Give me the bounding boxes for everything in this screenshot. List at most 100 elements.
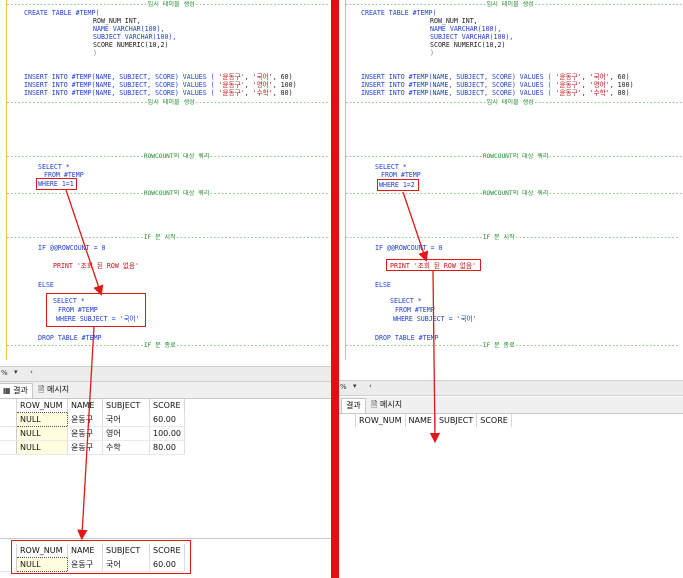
insert-score: 100)	[280, 81, 297, 89]
insert-name: '윤동구'	[218, 73, 245, 81]
right-arrows	[402, 191, 441, 444]
code-from: FROM #TEMP	[381, 171, 421, 179]
table-row: NULL 윤동구 국어 60.00	[0, 412, 185, 427]
row-header-corner	[0, 544, 17, 558]
separator-if-end: -------------------------------------IF …	[6, 342, 330, 349]
insert-subject: '국어'	[589, 73, 610, 81]
grid-cell[interactable]: 윤동구	[67, 440, 103, 455]
scroll-left-icon[interactable]: ‹	[369, 382, 372, 390]
insert-name: '윤동구'	[555, 89, 582, 97]
tab-results[interactable]: 결과	[341, 398, 366, 413]
zoom-level[interactable]: %	[340, 383, 347, 391]
code-col3: SUBJECT VARCHAR(100),	[430, 33, 514, 41]
arrow-print-to-result	[429, 270, 441, 444]
zoom-dropdown-icon[interactable]: ▾	[14, 368, 18, 376]
insert-subject: '수학'	[252, 89, 273, 97]
code-inner-select: SELECT *	[53, 297, 85, 305]
code-create-table: CREATE TABLE #TEMP(	[24, 9, 99, 17]
grid-cell[interactable]: NULL	[16, 557, 68, 572]
left-results-tabs: ▦ 결과 🗎 메시지	[0, 382, 331, 399]
grid-cell[interactable]: NULL	[16, 440, 68, 455]
code-drop: DROP TABLE #TEMP	[38, 334, 102, 342]
grid-cell[interactable]: 100.00	[149, 426, 185, 441]
right-query-pane: --------------------------------------임시…	[339, 0, 683, 578]
editor-margin	[6, 0, 7, 360]
zoom-level[interactable]: %	[1, 369, 8, 377]
grid-cell[interactable]: 수학	[102, 440, 150, 455]
tab-results[interactable]: ▦ 결과	[0, 383, 33, 398]
code-select: SELECT *	[375, 163, 407, 171]
grid-cell[interactable]: 윤동구	[67, 412, 103, 427]
editor-margin	[345, 0, 346, 360]
grid-cell[interactable]: 80.00	[149, 440, 185, 455]
col-header[interactable]: SUBJECT	[435, 414, 478, 427]
code-inner-where: WHERE SUBJECT = '국어'	[56, 315, 140, 323]
code-col4: SCORE NUMERIC(10,2)	[430, 41, 506, 49]
code-insert-3: INSERT INTO #TEMP(NAME, SUBJECT, SCORE) …	[361, 89, 630, 97]
col-header[interactable]: SCORE	[149, 399, 185, 413]
insert-score: 80)	[617, 89, 630, 97]
col-header[interactable]: NAME	[67, 399, 103, 413]
message-icon: 🗎	[38, 385, 45, 394]
col-header[interactable]: SCORE	[476, 414, 512, 427]
grid-cell[interactable]: NULL	[16, 426, 68, 441]
left-query-pane: --------------------------------------임시…	[0, 0, 331, 578]
row-number[interactable]	[0, 440, 17, 455]
code-else: ELSE	[38, 281, 54, 289]
grid-cell[interactable]: 국어	[102, 412, 150, 427]
separator-create: --------------------------------------임시…	[6, 1, 330, 8]
grid-cell[interactable]: 윤동구	[67, 426, 103, 441]
message-icon: 🗎	[371, 400, 378, 409]
code-inner-from: FROM #TEMP	[395, 306, 435, 314]
grid-cell[interactable]: 60.00	[149, 557, 185, 572]
col-header[interactable]: ROW_NUM	[16, 399, 68, 413]
grid-cell[interactable]: 국어	[102, 557, 150, 572]
col-header[interactable]: SUBJECT	[102, 399, 150, 413]
code-where-right: WHERE 1=2	[379, 181, 415, 189]
zoom-dropdown-icon[interactable]: ▾	[353, 382, 357, 390]
code-print: PRINT '조회 된 ROW 없음'	[390, 262, 476, 270]
grid-cell[interactable]: NULL	[16, 412, 68, 427]
code-close-paren: )	[93, 49, 97, 57]
code-if: IF @@ROWCOUNT = 0	[38, 244, 106, 252]
code-col1: ROW_NUM INT,	[430, 17, 478, 25]
right-results-grid: ROW_NUM NAME SUBJECT SCORE	[339, 414, 512, 427]
code-select: SELECT *	[38, 163, 70, 171]
tab-messages[interactable]: 🗎 메시지	[34, 383, 73, 397]
code-col2: NAME VARCHAR(100),	[430, 25, 502, 33]
zoom-bar: % ▾ ‹	[339, 380, 683, 396]
grid-cell[interactable]: 영어	[102, 426, 150, 441]
col-header[interactable]: NAME	[405, 414, 436, 427]
left-sql-editor[interactable]: --------------------------------------임시…	[0, 0, 331, 366]
zoom-bar: % ▾ ‹	[0, 366, 331, 382]
separator-target: -------------------------------------ROW…	[345, 153, 683, 160]
code-drop: DROP TABLE #TEMP	[375, 334, 439, 342]
col-header[interactable]: ROW_NUM	[355, 414, 406, 427]
col-header[interactable]: SUBJECT	[102, 544, 150, 558]
col-header[interactable]: NAME	[67, 544, 103, 558]
separator-create: --------------------------------------임시…	[345, 1, 683, 8]
code-col4: SCORE NUMERIC(10,2)	[93, 41, 169, 49]
code-insert-1: INSERT INTO #TEMP(NAME, SUBJECT, SCORE) …	[24, 73, 293, 81]
grid-cell[interactable]: 60.00	[149, 412, 185, 427]
scroll-left-icon[interactable]: ‹	[30, 368, 33, 376]
grid-cell[interactable]: 윤동구	[67, 557, 103, 572]
left-arrows	[65, 189, 104, 541]
code-col1: ROW_NUM INT,	[93, 17, 141, 25]
row-number[interactable]	[0, 426, 17, 441]
table-row: NULL 윤동구 국어 60.00	[0, 557, 185, 572]
separator-create-end: --------------------------------------임시…	[345, 99, 683, 106]
grid-icon: ▦	[3, 386, 11, 395]
col-header[interactable]: SCORE	[149, 544, 185, 558]
insert-score: 60)	[617, 73, 630, 81]
tab-messages[interactable]: 🗎 메시지	[367, 398, 406, 412]
insert-name: '윤동구'	[218, 89, 245, 97]
right-results-tabs: 결과 🗎 메시지	[339, 397, 683, 414]
col-header[interactable]: ROW_NUM	[16, 544, 68, 558]
insert-prefix: INSERT INTO #TEMP(NAME, SUBJECT, SCORE) …	[24, 81, 215, 89]
insert-prefix: INSERT INTO #TEMP(NAME, SUBJECT, SCORE) …	[24, 89, 215, 97]
right-sql-editor[interactable]: --------------------------------------임시…	[339, 0, 683, 366]
code-insert-2: INSERT INTO #TEMP(NAME, SUBJECT, SCORE) …	[361, 81, 634, 89]
insert-subject: '수학'	[589, 89, 610, 97]
code-print: PRINT '조회 된 ROW 없음'	[53, 262, 139, 270]
